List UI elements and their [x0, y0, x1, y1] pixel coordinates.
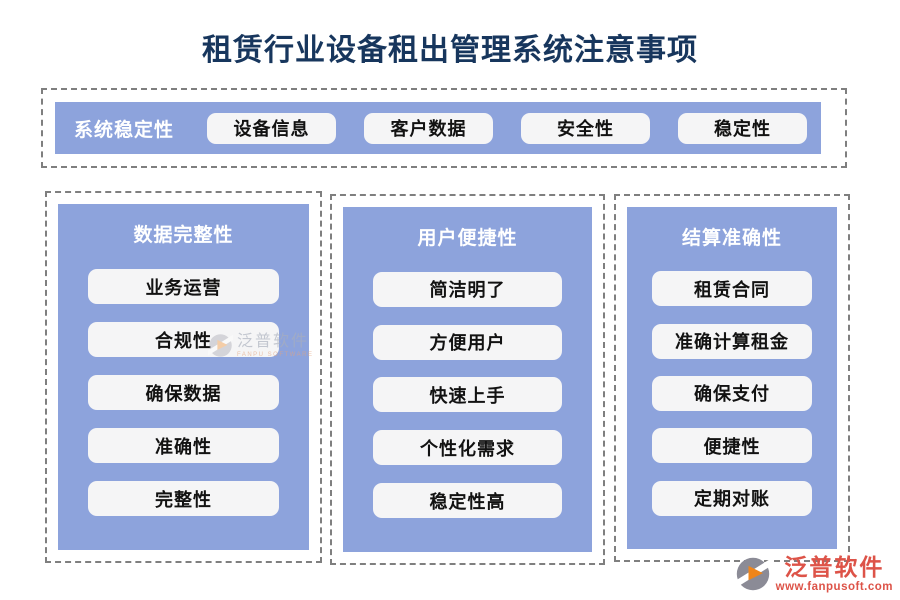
- settlement-accuracy-panel: 结算准确性 租赁合同 准确计算租金 确保支付 便捷性 定期对账: [627, 207, 837, 549]
- node-business-operation: 业务运营: [88, 269, 279, 304]
- page-title: 租赁行业设备租出管理系统注意事项: [202, 34, 698, 67]
- node-user-friendly: 方便用户: [372, 324, 563, 360]
- node-accuracy: 准确性: [88, 428, 279, 463]
- node-concise-clear: 简洁明了: [372, 271, 563, 307]
- data-integrity-panel: 数据完整性 业务运营 合规性 确保数据 准确性 完整性: [58, 204, 309, 550]
- node-ensure-data: 确保数据: [88, 375, 279, 410]
- node-equipment-info: 设备信息: [207, 112, 336, 144]
- node-compliance: 合规性: [88, 322, 279, 357]
- system-stability-label: 系统稳定性: [74, 119, 175, 141]
- section-data-integrity: 数据完整性 业务运营 合规性 确保数据 准确性 完整性: [45, 191, 322, 563]
- user-convenience-nodes: 简洁明了 方便用户 快速上手 个性化需求 稳定性高: [343, 254, 592, 536]
- node-accurate-rent-calc: 准确计算租金: [652, 323, 812, 359]
- node-customer-data: 客户数据: [364, 112, 493, 144]
- logo-website-url: www.fanpusoft.com: [775, 580, 893, 593]
- settlement-accuracy-header: 结算准确性: [681, 228, 782, 249]
- user-convenience-panel: 用户便捷性 简洁明了 方便用户 快速上手 个性化需求 稳定性高: [343, 207, 592, 552]
- node-lease-contract: 租赁合同: [652, 271, 812, 307]
- node-high-stability: 稳定性高: [372, 483, 563, 519]
- section-settlement-accuracy: 结算准确性 租赁合同 准确计算租金 确保支付 便捷性 定期对账: [614, 194, 850, 562]
- data-integrity-header: 数据完整性: [133, 225, 234, 246]
- settlement-accuracy-nodes: 租赁合同 准确计算租金 确保支付 便捷性 定期对账: [627, 254, 837, 533]
- user-convenience-header: 用户便捷性: [417, 228, 518, 249]
- node-personalized-needs: 个性化需求: [372, 430, 563, 466]
- node-ensure-payment: 确保支付: [652, 375, 812, 411]
- node-regular-reconciliation: 定期对账: [652, 480, 812, 516]
- fanpu-logo-icon: [734, 557, 771, 591]
- node-convenience: 便捷性: [652, 428, 812, 464]
- node-security: 安全性: [521, 112, 650, 144]
- node-stability: 稳定性: [678, 112, 807, 144]
- system-stability-nodes: 设备信息 客户数据 安全性 稳定性: [207, 112, 821, 144]
- logo-text-group: 泛普软件 www.fanpusoft.com: [775, 553, 893, 594]
- node-quick-start: 快速上手: [372, 377, 563, 413]
- logo-brand-name: 泛普软件: [784, 553, 885, 580]
- section-system-stability: 系统稳定性 设备信息 客户数据 安全性 稳定性: [41, 88, 847, 168]
- system-stability-panel: 系统稳定性 设备信息 客户数据 安全性 稳定性: [55, 102, 821, 154]
- fanpu-logo: 泛普软件 www.fanpusoft.com: [734, 553, 893, 594]
- node-integrity: 完整性: [88, 481, 279, 516]
- data-integrity-nodes: 业务运营 合规性 确保数据 准确性 完整性: [58, 251, 309, 534]
- section-user-convenience: 用户便捷性 简洁明了 方便用户 快速上手 个性化需求 稳定性高: [330, 194, 605, 565]
